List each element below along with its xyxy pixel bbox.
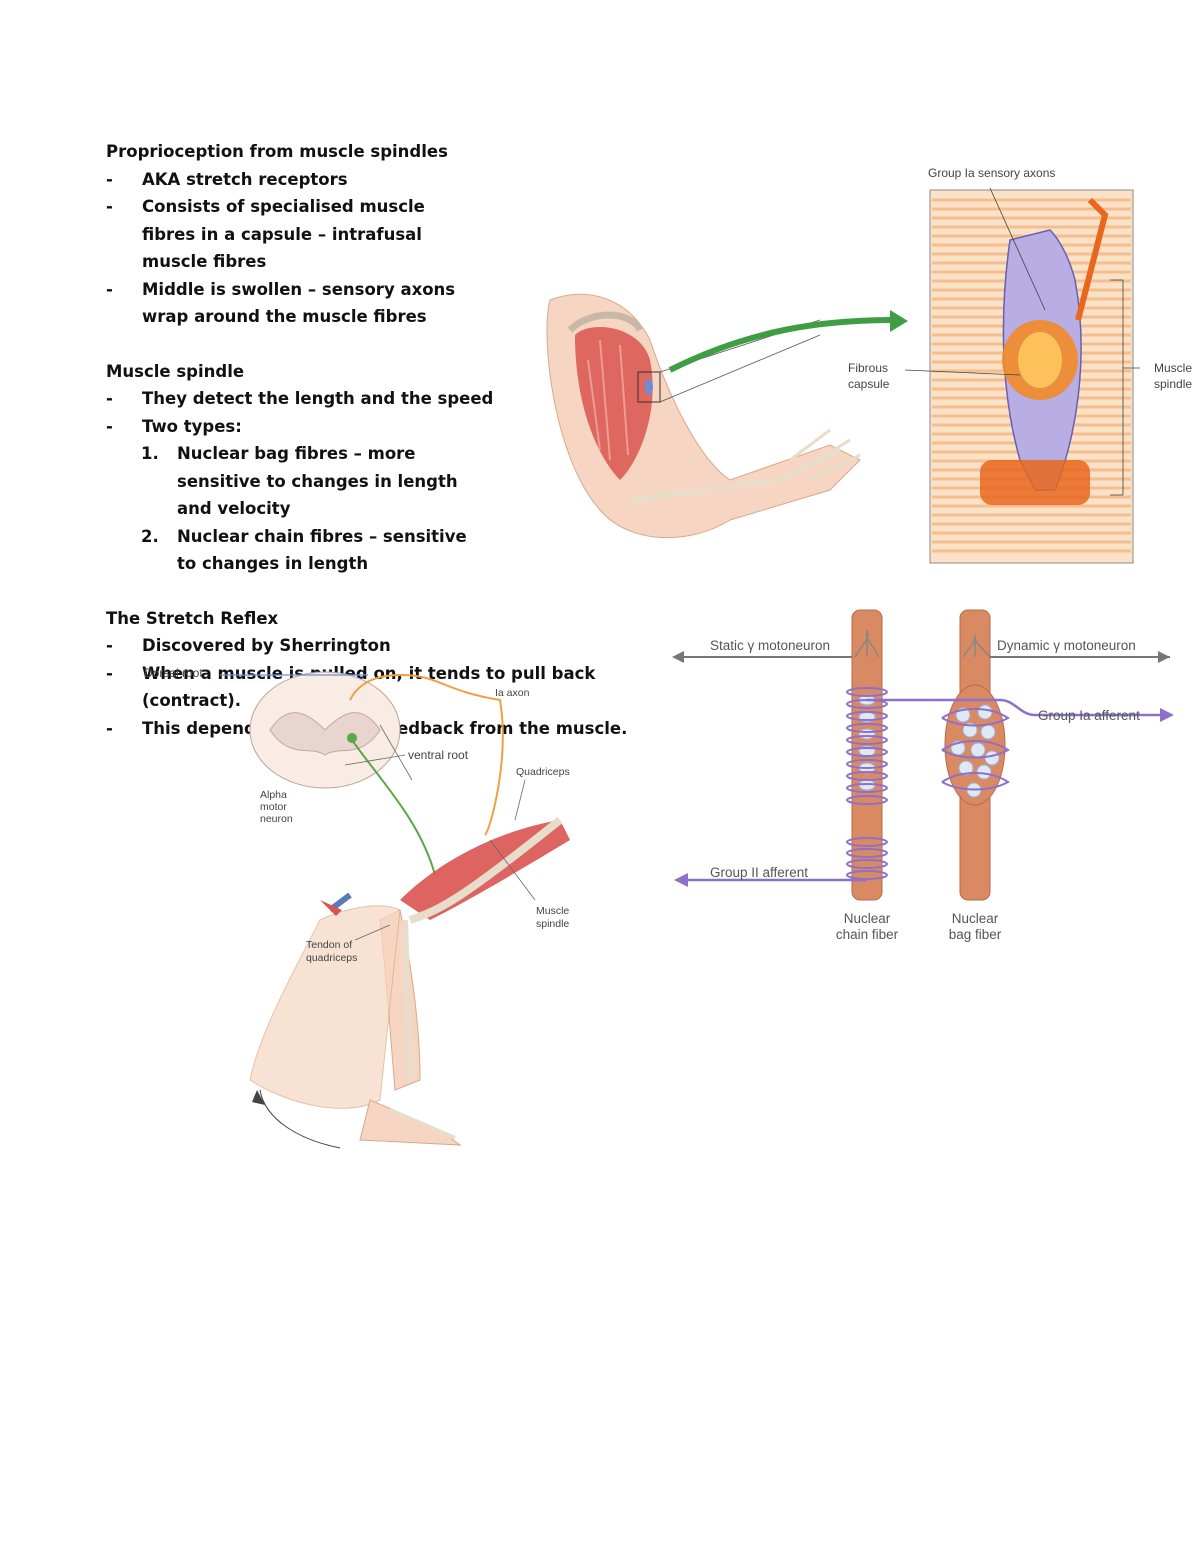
hammer-head	[320, 900, 342, 916]
list-item: - Two types:	[106, 413, 666, 441]
list-item: - They detect the length and the speed	[106, 385, 666, 413]
nucleus	[958, 760, 974, 776]
dash: -	[106, 197, 113, 216]
nucleus	[970, 742, 986, 758]
dash: -	[106, 636, 113, 655]
list-item: - Consists of specialised muscle fibres i…	[106, 193, 472, 276]
label-muscle-spindle: spindle	[1154, 377, 1192, 391]
sensory-coil	[846, 735, 888, 745]
numbered-item-text: Nuclear chain fibres – sensitive to chan…	[177, 526, 467, 574]
nucleus	[980, 724, 996, 740]
dash: -	[106, 416, 113, 436]
label-muscle-spindle: spindle	[536, 918, 569, 930]
label-static-gamma: Static γ motoneuron	[710, 638, 830, 653]
section-heading: Muscle spindle	[106, 361, 245, 381]
green-arrow	[668, 317, 896, 373]
sensory-coil	[846, 711, 888, 721]
numbered-item: 2. Nuclear chain fibres – sensitive to ch…	[106, 523, 487, 578]
label-tendon-quadriceps: Tendon of	[306, 939, 352, 951]
kick-arrow	[259, 1089, 341, 1149]
motor-axon-path	[351, 739, 436, 876]
item-number: 2.	[141, 526, 159, 546]
label-nuclear-bag: Nuclear	[952, 911, 999, 926]
spinal-cord-section	[249, 671, 401, 789]
nucleus	[977, 704, 993, 720]
nucleus	[976, 764, 992, 780]
sensory-coil	[941, 708, 1010, 727]
label-muscle-spindle: Muscle	[536, 905, 569, 917]
label-group-ia-sensory-axons: Group Ia sensory axons	[928, 166, 1055, 180]
label-dynamic-gamma: Dynamic γ motoneuron	[997, 638, 1136, 653]
list-item: - AKA stretch receptors	[106, 166, 666, 194]
nucleus	[984, 750, 1000, 766]
list-item-text: Discovered by Sherrington	[142, 636, 391, 655]
label-fibrous-capsule: capsule	[848, 377, 890, 391]
label-fibrous-capsule: Fibrous	[848, 361, 888, 375]
kick-arrowhead	[252, 1090, 265, 1105]
group-ia-afferent-line	[867, 698, 1170, 717]
list-item-text: Two types:	[142, 416, 242, 436]
sensory-coil	[846, 723, 888, 733]
sensory-coil	[846, 848, 888, 858]
list-item: - Middle is swollen – sensory axons wrap …	[106, 276, 472, 331]
green-arrowhead	[890, 310, 908, 332]
intrafusal-fibers-figure: Static γ motoneuron Dynamic γ motoneuron…	[672, 609, 1174, 942]
label-nuclear-chain: chain fiber	[836, 927, 899, 942]
section-muscle-spindle: Muscle spindle - They detect the length a…	[106, 358, 666, 578]
list-item-text: Middle is swollen – sensory axons wrap a…	[142, 279, 456, 327]
sensory-coil	[846, 837, 888, 847]
sensory-coil	[846, 783, 888, 793]
label-muscle-spindle: Muscle	[1154, 361, 1192, 375]
dash: -	[106, 663, 113, 683]
ia-axon-path	[349, 673, 504, 836]
section-proprioception: Proprioception from muscle spindles - AKA…	[106, 138, 666, 331]
sensory-coil	[846, 687, 888, 697]
item-number: 1.	[141, 444, 159, 463]
nucleus	[962, 722, 978, 738]
numbered-item: 1. Nuclear bag fibres – more sensitive to…	[106, 440, 487, 523]
list-item: - Discovered by Sherrington	[106, 632, 666, 660]
nucleus	[858, 728, 876, 740]
leg-illustration	[249, 816, 570, 1146]
label-ia-axon: Ia axon	[495, 687, 530, 699]
label-group-ia-afferent: Group Ia afferent	[1038, 708, 1140, 723]
dash: -	[106, 389, 113, 408]
list-item-text: When a muscle is pulled on, it tends to …	[142, 663, 596, 711]
label-alpha-motor-neuron: motor	[260, 801, 287, 813]
dash: -	[106, 169, 113, 189]
sensory-coil	[846, 747, 888, 757]
alpha-motor-neuron	[347, 733, 357, 743]
label-alpha-motor-neuron: Alpha	[260, 789, 287, 801]
sensory-coil	[846, 859, 888, 869]
dash: -	[106, 279, 113, 299]
label-nuclear-chain: Nuclear	[844, 911, 891, 926]
label-ventral-root: ventral root	[408, 748, 469, 762]
numbered-item-text: Nuclear bag fibres – more sensitive to c…	[177, 444, 458, 518]
section-heading: Proprioception from muscle spindles	[106, 142, 448, 161]
sensory-coil	[846, 795, 888, 805]
dash: -	[106, 718, 113, 738]
stretch-reflex-figure: Dorsal root Ia axon ventral root Quadric…	[144, 666, 570, 1149]
list-item-text: They detect the length and the speed	[142, 389, 494, 408]
arm-illustration	[546, 293, 861, 539]
muscle-spindle-figure: Group Ia sensory axons Fibrous capsule M…	[546, 166, 1192, 564]
label-nuclear-bag: bag fiber	[949, 927, 1002, 942]
spindle-panel	[929, 189, 1134, 564]
label-dorsal-root: Dorsal root	[144, 666, 203, 680]
sensory-coil	[941, 740, 1010, 759]
label-alpha-motor-neuron: neuron	[260, 813, 293, 825]
section-heading: The Stretch Reflex	[106, 608, 279, 628]
sensory-coil	[941, 772, 1010, 791]
sensory-coil	[846, 771, 888, 781]
list-item-text: AKA stretch receptors	[142, 169, 348, 189]
list-item: - When a muscle is pulled on, it tends to…	[106, 660, 666, 715]
label-tendon-quadriceps: quadriceps	[306, 952, 357, 964]
sensory-coil	[846, 759, 888, 769]
list-item-text: Consists of specialised muscle fibres in…	[142, 197, 425, 271]
label-quadriceps: Quadriceps	[516, 766, 570, 778]
label-group-ii-afferent: Group II afferent	[710, 865, 808, 880]
